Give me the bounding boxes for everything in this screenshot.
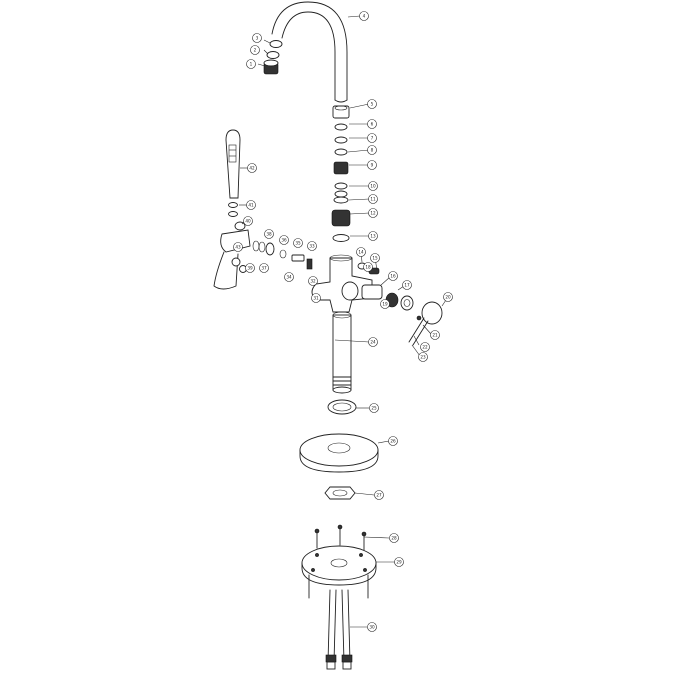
callout-label: 23 <box>420 355 426 360</box>
hand-shower <box>225 129 241 217</box>
callout-19: 19 <box>380 299 390 309</box>
callout-label: 31 <box>313 296 319 301</box>
callout-23: 23 <box>418 352 428 362</box>
callout-label: 10 <box>370 184 376 189</box>
threaded-studs <box>325 589 353 670</box>
callout-8: 8 <box>367 145 377 155</box>
callout-label: 37 <box>261 266 267 271</box>
callout-label: 5 <box>371 102 374 107</box>
callout-label: 22 <box>422 345 428 350</box>
callout-label: 26 <box>390 439 396 444</box>
callout-36: 36 <box>279 235 289 245</box>
callout-6: 6 <box>367 119 377 129</box>
callout-label: 19 <box>382 302 388 307</box>
callout-label: 8 <box>371 148 374 153</box>
callout-label: 35 <box>295 241 301 246</box>
callout-label: 24 <box>370 340 376 345</box>
riser-pipe <box>332 311 352 394</box>
hand-shower-holder <box>213 221 313 290</box>
handle-parts <box>357 262 443 346</box>
callout-16: 16 <box>388 271 398 281</box>
callout-label: 29 <box>396 560 402 565</box>
central-stack <box>331 105 351 242</box>
callout-label: 39 <box>247 266 253 271</box>
callout-24: 24 <box>368 337 378 347</box>
callout-12: 12 <box>368 208 378 218</box>
callout-label: 36 <box>281 238 287 243</box>
callout-20: 20 <box>443 292 453 302</box>
callout-label: 6 <box>371 122 374 127</box>
mounting-plate <box>301 524 377 599</box>
callout-label: 38 <box>266 232 272 237</box>
callout-28: 28 <box>389 533 399 543</box>
callout-label: 18 <box>365 265 371 270</box>
callout-22: 22 <box>420 342 430 352</box>
callout-9: 9 <box>367 160 377 170</box>
callout-label: 3 <box>256 36 259 41</box>
callout-label: 14 <box>358 250 364 255</box>
callout-38: 38 <box>264 229 274 239</box>
leader-lines <box>239 15 447 628</box>
callout-label: 34 <box>286 275 292 280</box>
callout-label: 33 <box>309 244 315 249</box>
callout-13: 13 <box>368 231 378 241</box>
callout-30: 30 <box>367 622 377 632</box>
callout-32: 32 <box>308 276 318 286</box>
callout-label: 42 <box>249 166 255 171</box>
callout-label: 30 <box>369 625 375 630</box>
callout-label: 4 <box>363 14 366 19</box>
callout-25: 25 <box>369 403 379 413</box>
callout-43: 43 <box>233 242 243 252</box>
callout-label: 21 <box>432 333 438 338</box>
callout-10: 10 <box>368 181 378 191</box>
callout-29: 29 <box>394 557 404 567</box>
callout-31: 31 <box>311 293 321 303</box>
callout-label: 13 <box>370 234 376 239</box>
callout-label: 15 <box>372 256 378 261</box>
callout-label: 41 <box>248 203 254 208</box>
callout-34: 34 <box>284 272 294 282</box>
callout-label: 32 <box>310 279 316 284</box>
callout-4: 4 <box>359 11 369 21</box>
callout-37: 37 <box>259 263 269 273</box>
callout-label: 20 <box>445 295 451 300</box>
callout-41: 41 <box>246 200 256 210</box>
callout-label: 7 <box>371 136 374 141</box>
callout-11: 11 <box>368 194 378 204</box>
callout-26: 26 <box>388 436 398 446</box>
callout-18: 18 <box>363 262 373 272</box>
callout-label: 25 <box>371 406 377 411</box>
callout-15: 15 <box>370 253 380 263</box>
callout-3: 3 <box>252 33 262 43</box>
callout-label: 2 <box>254 48 257 53</box>
callout-1: 1 <box>246 59 256 69</box>
spout <box>271 1 348 103</box>
callout-40: 40 <box>243 216 253 226</box>
callout-14: 14 <box>356 247 366 257</box>
callout-21: 21 <box>430 330 440 340</box>
base-parts <box>299 399 379 500</box>
callout-2: 2 <box>250 45 260 55</box>
aerator-parts <box>263 40 283 75</box>
callout-label: 17 <box>404 283 410 288</box>
callout-17: 17 <box>402 280 412 290</box>
callout-label: 27 <box>376 493 382 498</box>
callout-label: 43 <box>235 245 241 250</box>
callout-label: 28 <box>391 536 397 541</box>
callout-42: 42 <box>247 163 257 173</box>
callout-39: 39 <box>245 263 255 273</box>
callout-35: 35 <box>293 238 303 248</box>
callout-5: 5 <box>367 99 377 109</box>
callout-label: 1 <box>250 62 253 67</box>
callout-label: 40 <box>245 219 251 224</box>
callout-label: 16 <box>390 274 396 279</box>
callout-33: 33 <box>307 241 317 251</box>
callout-label: 11 <box>370 197 376 202</box>
callout-27: 27 <box>374 490 384 500</box>
callout-label: 9 <box>371 163 374 168</box>
callout-7: 7 <box>367 133 377 143</box>
callout-label: 12 <box>370 211 376 216</box>
